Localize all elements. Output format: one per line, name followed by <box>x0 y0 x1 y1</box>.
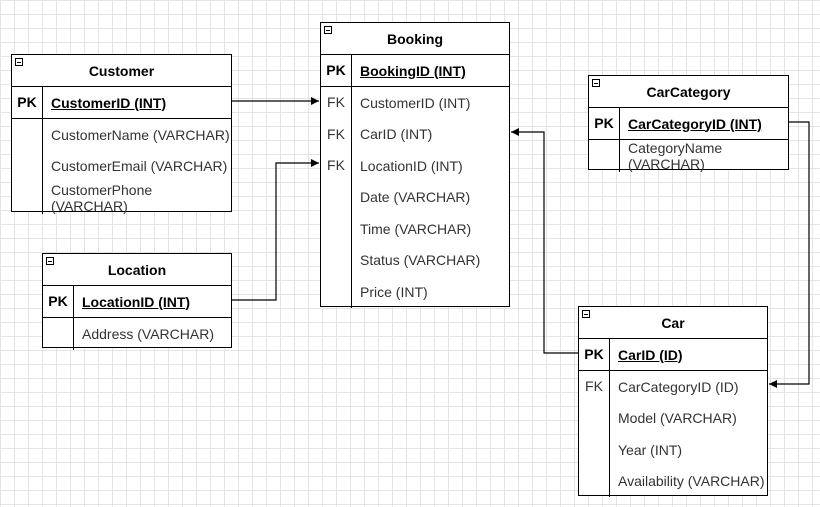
field-row[interactable]: CustomerName (VARCHAR) <box>43 119 231 151</box>
entity-header[interactable]: Location <box>43 254 231 286</box>
entity-header[interactable]: Customer <box>12 55 231 87</box>
collapse-icon[interactable] <box>15 58 23 66</box>
field-row[interactable]: Date (VARCHAR) <box>352 182 509 214</box>
key-label <box>12 151 42 183</box>
key-label: PK <box>579 339 610 370</box>
field-name: Date (VARCHAR) <box>360 189 471 206</box>
field-name: LocationID (INT) <box>360 157 463 174</box>
field-row[interactable]: Model (VARCHAR) <box>610 403 767 435</box>
key-label: FK <box>327 157 345 173</box>
field-row[interactable]: Status (VARCHAR) <box>352 245 509 277</box>
field-name: Status (VARCHAR) <box>360 252 481 269</box>
primary-key-field: LocationID (INT) <box>82 293 191 310</box>
key-label: PK <box>589 108 620 139</box>
entity-title: CarCategory <box>646 83 731 100</box>
key-label <box>589 140 619 172</box>
primary-key-field: BookingID (INT) <box>360 62 466 79</box>
field-name: CustomerID (INT) <box>360 94 471 111</box>
entity-car[interactable]: Car PK CarID (ID) FK CarCategoryID (ID) … <box>578 306 768 498</box>
field-name: CategoryName (VARCHAR) <box>628 139 723 172</box>
key-label <box>12 182 42 214</box>
link-car-booking[interactable] <box>511 128 578 354</box>
key-label: PK <box>321 55 352 86</box>
key-column <box>43 318 74 350</box>
field-row[interactable]: CarCategoryID (ID) <box>610 371 767 403</box>
entity-header[interactable]: CarCategory <box>589 76 788 108</box>
link-location-booking[interactable] <box>232 159 319 301</box>
field-row[interactable]: Address (VARCHAR) <box>74 318 231 350</box>
primary-key-field: CarID (ID) <box>618 346 683 363</box>
key-label: FK <box>327 94 345 110</box>
key-label <box>579 434 609 466</box>
field-name: CarCategoryID (ID) <box>618 378 739 395</box>
field-row[interactable]: CustomerID (INT) <box>352 87 509 119</box>
key-label <box>43 318 73 350</box>
field-name: Availability (VARCHAR) <box>618 473 765 490</box>
field-row[interactable]: CustomerEmail (VARCHAR) <box>43 151 231 183</box>
entity-header[interactable]: Booking <box>321 23 509 55</box>
key-label: FK <box>585 378 603 394</box>
key-label: PK <box>43 286 74 317</box>
key-label <box>321 213 351 245</box>
collapse-icon[interactable] <box>582 310 590 318</box>
primary-key-field: CustomerID (INT) <box>51 94 167 111</box>
key-column <box>589 140 620 172</box>
field-row[interactable]: Availability (VARCHAR) <box>610 466 767 498</box>
key-label <box>12 119 42 151</box>
entity-booking[interactable]: Booking PK BookingID (INT) FK FK FK Cust… <box>320 22 510 308</box>
entity-carcategory[interactable]: CarCategory PK CarCategoryID (INT) Categ… <box>588 75 789 172</box>
field-name: CustomerName (VARCHAR) <box>51 126 230 143</box>
key-label <box>321 182 351 214</box>
field-name: CustomerPhone (VARCHAR) <box>51 181 153 214</box>
field-name: CustomerEmail (VARCHAR) <box>51 158 228 175</box>
field-row[interactable]: CustomerPhone (VARCHAR) <box>43 182 231 214</box>
key-label <box>321 276 351 308</box>
primary-key-row[interactable]: PK BookingID (INT) <box>321 55 509 87</box>
entity-location[interactable]: Location PK LocationID (INT) Address (VA… <box>42 253 232 350</box>
primary-key-row[interactable]: PK CustomerID (INT) <box>12 87 231 119</box>
field-name: Time (VARCHAR) <box>360 220 472 237</box>
field-row[interactable]: LocationID (INT) <box>352 150 509 182</box>
field-row[interactable]: Time (VARCHAR) <box>352 213 509 245</box>
field-row[interactable]: Price (INT) <box>352 276 509 308</box>
primary-key-row[interactable]: PK CarID (ID) <box>579 339 767 371</box>
field-name: Model (VARCHAR) <box>618 410 737 427</box>
field-name: Price (INT) <box>360 283 428 300</box>
field-name: CarID (INT) <box>360 126 433 143</box>
entity-title: Customer <box>88 62 155 79</box>
collapse-icon[interactable] <box>592 79 600 87</box>
entity-title: Booking <box>387 30 443 47</box>
collapse-icon[interactable] <box>46 257 54 265</box>
key-label <box>579 466 609 498</box>
primary-key-row[interactable]: PK CarCategoryID (INT) <box>589 108 788 140</box>
key-column <box>12 119 43 214</box>
entity-header[interactable]: Car <box>579 307 767 339</box>
key-label: FK <box>327 125 345 142</box>
field-row[interactable]: CategoryName (VARCHAR) <box>620 140 788 172</box>
field-name: Year (INT) <box>618 441 683 458</box>
primary-key-field: CarCategoryID (INT) <box>628 115 762 132</box>
entity-title: Location <box>107 261 167 278</box>
field-row[interactable]: CarID (INT) <box>352 119 509 151</box>
key-column: FK FK FK <box>321 87 352 308</box>
field-name: Address (VARCHAR) <box>82 325 214 342</box>
key-label <box>321 245 351 277</box>
key-column: FK <box>579 371 610 497</box>
entity-title: Car <box>661 314 685 331</box>
key-label: PK <box>12 87 43 118</box>
collapse-icon[interactable] <box>324 26 332 34</box>
field-row[interactable]: Year (INT) <box>610 434 767 466</box>
key-label <box>579 403 609 435</box>
primary-key-row[interactable]: PK LocationID (INT) <box>43 286 231 318</box>
entity-customer[interactable]: Customer PK CustomerID (INT) CustomerNam… <box>11 54 232 214</box>
